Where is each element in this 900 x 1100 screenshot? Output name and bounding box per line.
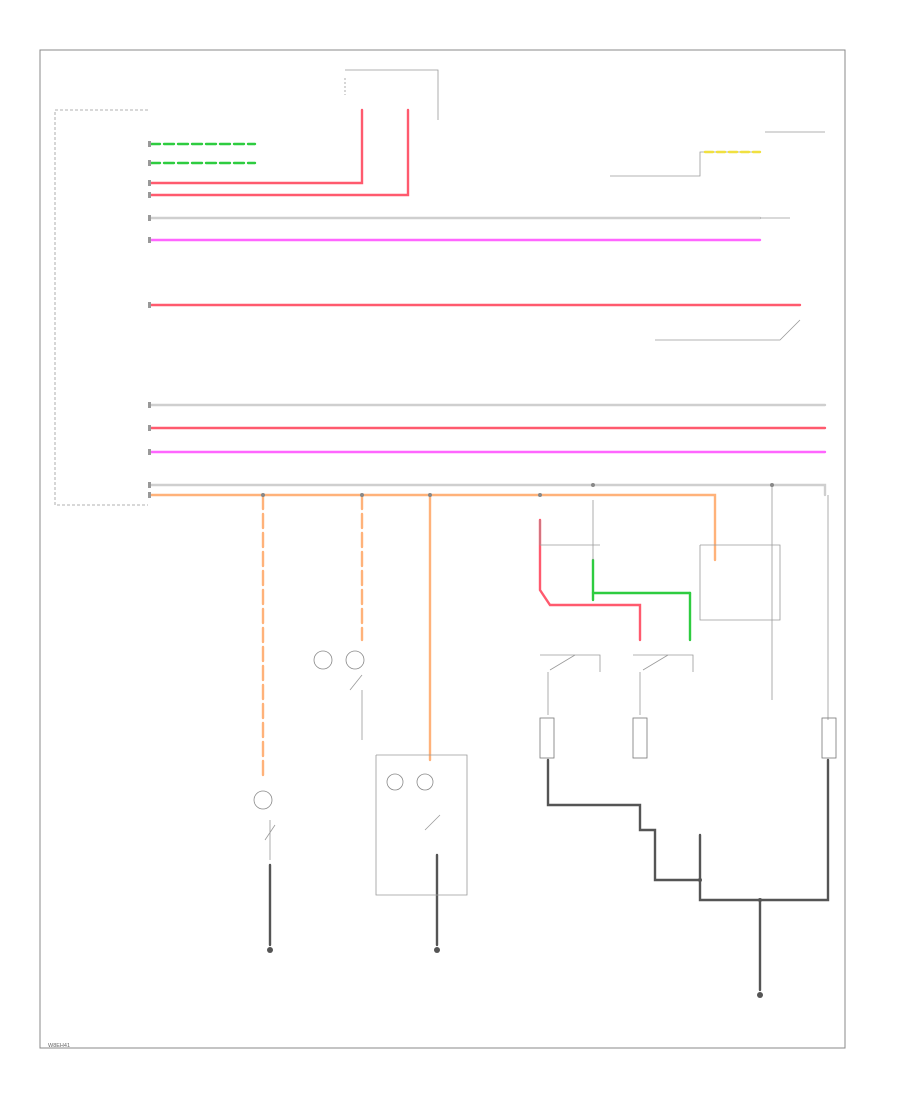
switch-blade-left <box>549 654 576 671</box>
red-wire-5 <box>538 518 642 642</box>
module-box <box>54 109 148 506</box>
footer-code: W8EH41 <box>48 1043 70 1049</box>
switch-left <box>540 654 601 672</box>
lamp-1 <box>253 790 273 810</box>
switch-box-blade <box>424 814 441 831</box>
lamp-5 <box>416 773 434 791</box>
ground-3 <box>757 992 763 998</box>
right-mid-circuit <box>655 319 801 341</box>
dark-wire-1 <box>546 758 702 882</box>
red-wire-1 <box>148 108 364 185</box>
splice-7 <box>698 878 702 882</box>
gray-wire-3 <box>148 483 827 497</box>
lamp-switch-blade <box>349 674 363 691</box>
right-switch-box <box>699 544 781 621</box>
ground-2 <box>434 947 440 953</box>
right-top-connector <box>610 151 760 177</box>
lamp-2 <box>313 650 333 670</box>
module-pin-stubs <box>148 141 151 498</box>
splice-5 <box>591 483 595 487</box>
heater-element-1 <box>539 717 555 759</box>
fuse-block-outline <box>345 69 439 120</box>
lamp-3 <box>345 650 365 670</box>
switch-right <box>633 654 694 672</box>
splice-4 <box>538 493 542 497</box>
ground-1 <box>267 947 273 953</box>
heater-element-2 <box>632 717 648 759</box>
lamp-4 <box>386 773 404 791</box>
splice-2 <box>360 493 364 497</box>
splice-6 <box>770 483 774 487</box>
orange-wire-1 <box>148 493 717 562</box>
splice-1 <box>261 493 265 497</box>
switch-blade-right <box>642 654 669 671</box>
dark-wire-2 <box>698 758 830 902</box>
diagram-frame <box>39 49 846 1049</box>
red-wire-2 <box>148 108 410 197</box>
splice-3 <box>428 493 432 497</box>
heater-element-3 <box>821 717 837 759</box>
splice-8 <box>758 898 762 902</box>
switch-box-bottom <box>375 754 468 896</box>
